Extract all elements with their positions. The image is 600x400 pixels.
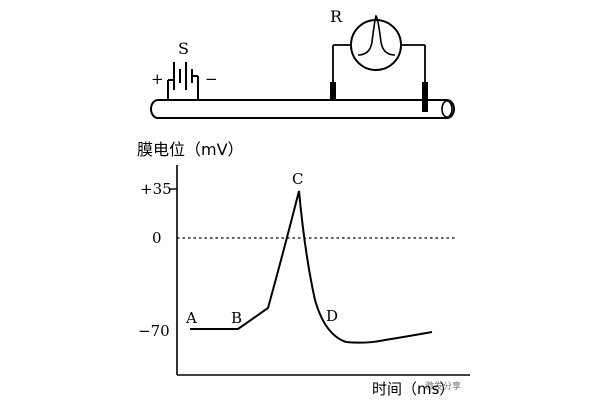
stimulator-label: S: [178, 39, 189, 58]
minus-sign: −: [205, 70, 218, 88]
action-potential-curve: [190, 190, 433, 344]
nerve-fiber-end: [441, 100, 453, 118]
stimulator: [167, 62, 199, 99]
y-tick-label-0: 0: [152, 229, 162, 247]
recording-electrode-2: [422, 82, 428, 112]
nerve-fiber: [150, 99, 455, 119]
recording-electrode-1: [330, 82, 336, 100]
recorder-waveform: [357, 14, 396, 56]
apparatus: S + − R: [150, 7, 455, 119]
recorder: [332, 14, 426, 84]
point-a-label: A: [185, 309, 197, 327]
point-c-label: C: [292, 170, 303, 188]
point-b-label: B: [231, 309, 242, 327]
y-axis-title: 膜电位（mV）: [137, 140, 244, 159]
recorder-label: R: [330, 7, 343, 26]
y-tick-label-35: +35: [140, 180, 172, 198]
plus-sign: +: [151, 70, 164, 88]
potential-graph: 膜电位（mV） +35 0 −70 A B C D 时间（ms） 激发分享: [137, 140, 470, 398]
point-d-label: D: [326, 307, 338, 325]
recorder-dial: [350, 19, 402, 71]
watermark: 激发分享: [425, 380, 461, 392]
x-axis-title: 时间（ms）: [372, 380, 454, 398]
y-tick-label-minus70: −70: [138, 322, 170, 340]
